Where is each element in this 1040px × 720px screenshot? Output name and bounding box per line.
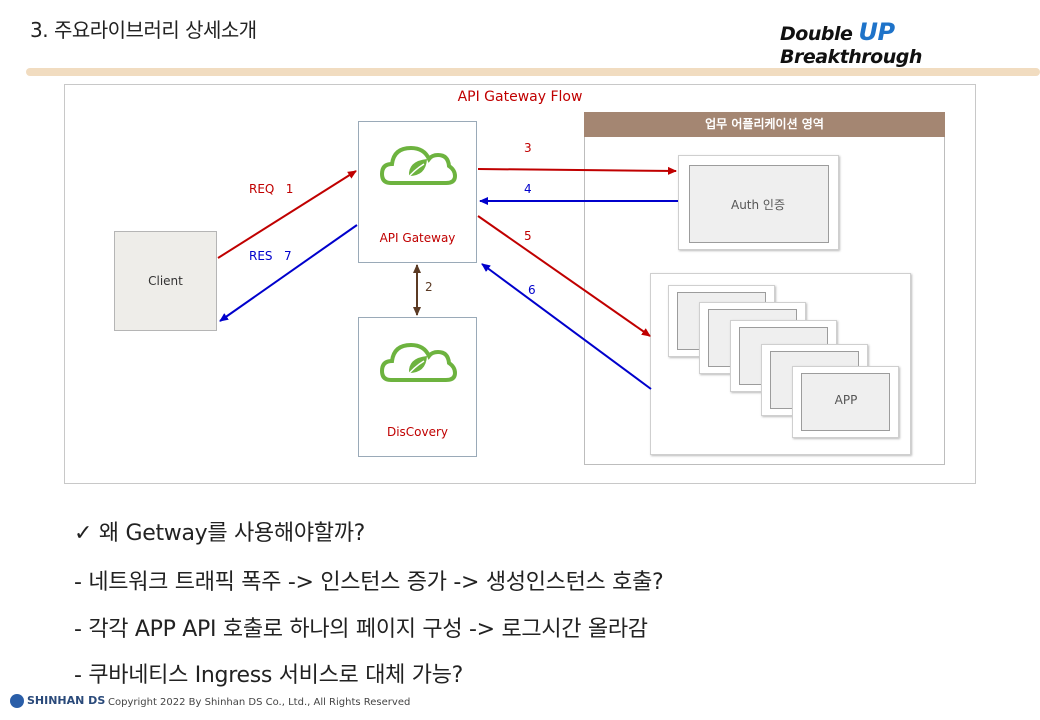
title-divider bbox=[26, 68, 1040, 76]
gateway-label: API Gateway bbox=[379, 231, 456, 245]
spring-icon bbox=[379, 145, 458, 185]
app-instances-frame bbox=[650, 273, 911, 455]
app-instance-inner bbox=[801, 373, 890, 431]
edge-app-request bbox=[477, 215, 651, 337]
diagram-title: API Gateway Flow bbox=[457, 89, 583, 105]
footer-logo-text: SHINHAN DS bbox=[27, 694, 106, 707]
app-label: APP bbox=[834, 393, 858, 407]
edge-label-2: 2 bbox=[425, 280, 433, 294]
edge-app-response bbox=[481, 263, 652, 390]
auth-node-frame bbox=[678, 155, 839, 250]
edge-label-4: 4 bbox=[524, 182, 532, 196]
diagram-frame bbox=[64, 84, 976, 484]
discovery-node bbox=[358, 317, 477, 457]
edge-res bbox=[219, 224, 358, 322]
edge-label-6: 6 bbox=[528, 283, 536, 297]
auth-node bbox=[689, 165, 829, 243]
shinhan-logo-icon bbox=[10, 694, 24, 708]
bullet-item: - 네트워크 트래픽 폭주 -> 인스턴스 증가 -> 생성인스턴스 호출? bbox=[74, 570, 664, 595]
edge-label-req: REQ 1 bbox=[249, 182, 294, 196]
client-node bbox=[114, 231, 217, 331]
brand-prefix: Double bbox=[780, 23, 853, 45]
bullet-question: ✓ 왜 Getway를 사용해야할까? bbox=[74, 521, 366, 546]
bullet-item: - 각각 APP API 호출로 하나의 페이지 구성 -> 로그시간 올라감 bbox=[74, 617, 648, 642]
brand-suffix: Breakthrough bbox=[780, 46, 922, 68]
edge-label-3: 3 bbox=[524, 141, 532, 155]
discovery-label: DisCovery bbox=[386, 425, 449, 439]
bullet-item: - 쿠바네티스 Ingress 서비스로 대체 가능? bbox=[74, 663, 464, 688]
client-label: Client bbox=[148, 274, 183, 288]
business-area-header: 업무 어플리케이션 영역 bbox=[584, 112, 945, 137]
edge-label-5: 5 bbox=[524, 229, 532, 243]
brand-up: UP bbox=[858, 18, 895, 46]
edge-req bbox=[217, 170, 357, 259]
gateway-node bbox=[358, 121, 477, 263]
spring-icon bbox=[379, 342, 458, 382]
brand-logo: Double UP Breakthrough bbox=[780, 18, 1040, 68]
footer-copyright: Copyright 2022 By Shinhan DS Co., Ltd., … bbox=[108, 697, 411, 708]
footer-logo: SHINHAN DS bbox=[10, 694, 105, 708]
edge-label-res: RES 7 bbox=[249, 249, 292, 263]
auth-label: Auth 인증 bbox=[730, 198, 786, 212]
slide-title: 3. 주요라이브러리 상세소개 bbox=[30, 18, 257, 42]
app-instance-card bbox=[792, 366, 899, 438]
edge-auth-request bbox=[477, 166, 677, 175]
